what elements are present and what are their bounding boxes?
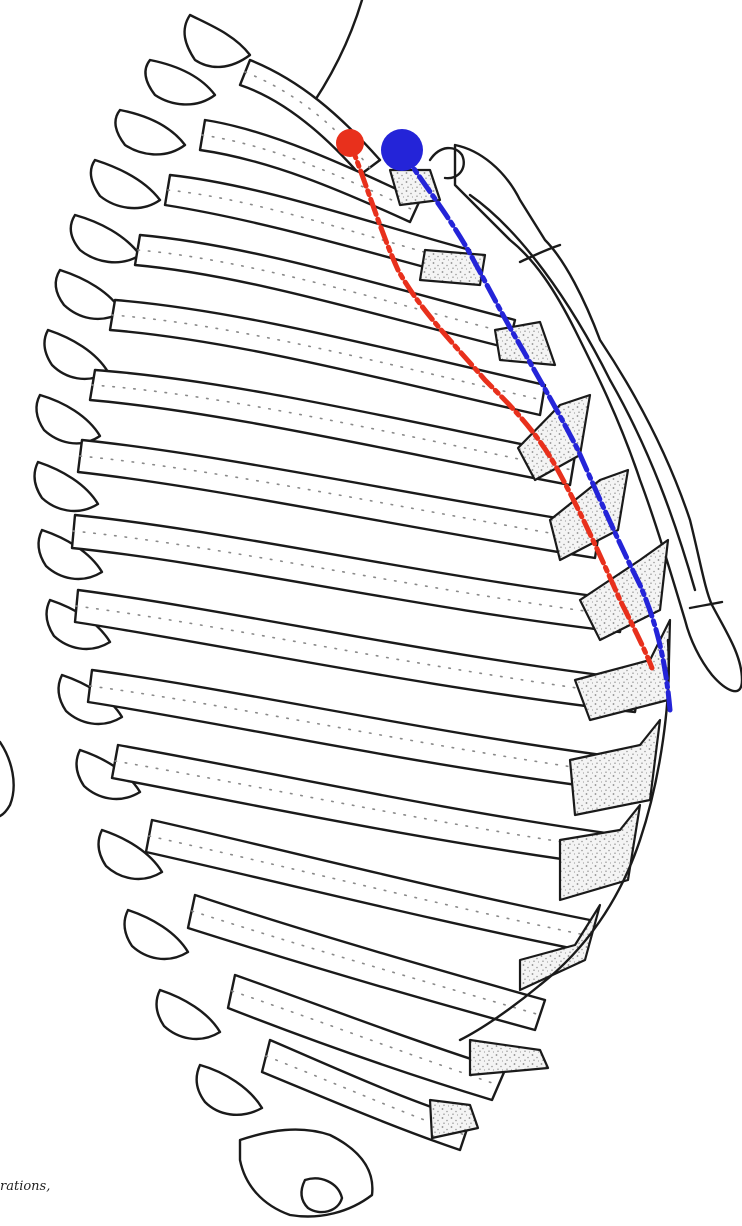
left-edge-fragment xyxy=(0,742,14,816)
ribs xyxy=(72,60,640,1150)
caption-fragment: rations, xyxy=(0,1179,50,1194)
blue-marker-dot xyxy=(381,129,423,171)
red-marker-dot xyxy=(336,129,364,157)
